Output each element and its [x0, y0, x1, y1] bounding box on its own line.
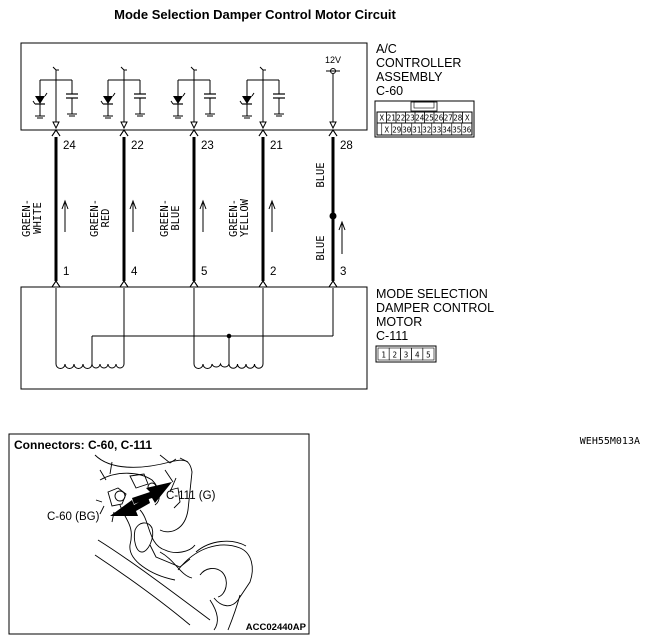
- svg-text:MOTOR: MOTOR: [376, 315, 422, 329]
- wire-color-label: GREEN-: [89, 199, 101, 237]
- arrow-c60: [110, 497, 150, 516]
- pin-number-2: 2: [270, 266, 276, 278]
- controller-connector-id: C-60: [376, 84, 403, 98]
- wire-28-3: 28 3 BLUE BLUE: [315, 129, 353, 288]
- wire-color-label: GREEN-: [228, 199, 240, 237]
- voltage-label: 12V: [325, 55, 341, 65]
- label-c60: C-60 (BG): [47, 511, 100, 523]
- wire-22-4: 22 4 GREEN-RED: [89, 129, 144, 288]
- pin-number-5: 5: [201, 266, 207, 278]
- c60-pin-24: 24: [415, 114, 425, 123]
- power-supply-12v: 12V: [325, 55, 341, 130]
- pin-number-21: 21: [270, 140, 283, 152]
- svg-text:ASSEMBLY: ASSEMBLY: [376, 70, 443, 84]
- arrow-c111: [132, 482, 172, 504]
- c60-pin-34: 34: [442, 126, 452, 135]
- driver-circuit-23: [170, 66, 217, 129]
- motor-box: [20, 286, 368, 390]
- wire-color-label: GREEN-: [21, 199, 33, 237]
- pin-number-23: 23: [201, 140, 214, 152]
- wire-color-label: RED: [100, 209, 112, 228]
- label-c111: C-111 (G): [166, 490, 216, 502]
- svg-text:CONTROLLER: CONTROLLER: [376, 56, 461, 70]
- pin-number-3: 3: [340, 266, 346, 278]
- svg-text:A/C: A/C: [376, 42, 397, 56]
- figure-code: WEH55M013A: [580, 436, 640, 447]
- connectors-panel-code: ACC02440AP: [246, 622, 307, 633]
- controller-label: A/C CONTROLLER ASSEMBLY C-60: [376, 42, 461, 98]
- wire-23-5: 23 5 GREEN-BLUE: [159, 129, 214, 288]
- c60-pin-23: 23: [406, 114, 415, 123]
- c60-pin-22: 22: [396, 114, 405, 123]
- driver-circuit-21: [239, 66, 286, 129]
- wire-24-1: 24 1 GREEN-WHITE: [21, 129, 76, 288]
- diagram-title: Mode Selection Damper Control Motor Circ…: [114, 7, 396, 22]
- c60-pin-28: 28: [453, 114, 463, 123]
- svg-text:MODE SELECTION: MODE SELECTION: [376, 287, 488, 301]
- motor-connector-id: C-111: [376, 329, 408, 343]
- wire-color-label: WHITE: [32, 202, 44, 234]
- driver-circuit-24: [32, 66, 79, 129]
- wire-color-label: BLUE: [315, 162, 327, 187]
- wire-harness: 241GREEN-WHITE224GREEN-RED235GREEN-BLUE2…: [21, 129, 353, 288]
- c60-pin-35: 35: [452, 126, 461, 135]
- c111-pin-4: 4: [415, 351, 420, 360]
- connectors-panel-title: Connectors: C-60, C-111: [14, 438, 152, 452]
- c60-pin-36: 36: [462, 126, 472, 135]
- c60-pin-blank: X: [384, 126, 389, 135]
- pin-number-4: 4: [131, 266, 138, 278]
- c60-pin-29: 29: [392, 126, 401, 135]
- pin-number-28: 28: [340, 140, 353, 152]
- c60-pin-blank: X: [379, 114, 384, 123]
- c60-pin-27: 27: [444, 114, 453, 123]
- connectors-panel: Connectors: C-60, C-111: [8, 433, 310, 635]
- c60-pin-33: 33: [432, 126, 441, 135]
- c60-pin-31: 31: [412, 126, 421, 135]
- c60-pin-25: 25: [425, 114, 434, 123]
- motor-windings: [55, 288, 334, 369]
- wire-color-label: BLUE: [315, 235, 327, 260]
- c60-pin-30: 30: [402, 126, 412, 135]
- pin-number-24: 24: [63, 140, 76, 152]
- center-console-illustration: [94, 454, 253, 631]
- c60-pin-32: 32: [422, 126, 431, 135]
- wire-color-label: YELLOW: [239, 198, 251, 237]
- wire-21-2: 21 2 GREEN-YELLOW: [228, 129, 283, 288]
- svg-text:DAMPER CONTROL: DAMPER CONTROL: [376, 301, 494, 315]
- c111-pin-2: 2: [393, 351, 398, 360]
- wire-color-label: GREEN-: [159, 199, 171, 237]
- c111-pin-1: 1: [381, 351, 386, 360]
- c60-pin-21: 21: [387, 114, 396, 123]
- pin-number-22: 22: [131, 140, 144, 152]
- motor-label: MODE SELECTION DAMPER CONTROL MOTOR C-11…: [376, 287, 494, 343]
- c60-pin-blank: X: [465, 114, 470, 123]
- driver-circuit-22: [100, 66, 147, 129]
- c111-pin-5: 5: [426, 351, 431, 360]
- pin-number-1: 1: [63, 266, 69, 278]
- c60-pin-26: 26: [434, 114, 444, 123]
- c111-pin-3: 3: [404, 351, 409, 360]
- wire-color-label: BLUE: [170, 205, 182, 230]
